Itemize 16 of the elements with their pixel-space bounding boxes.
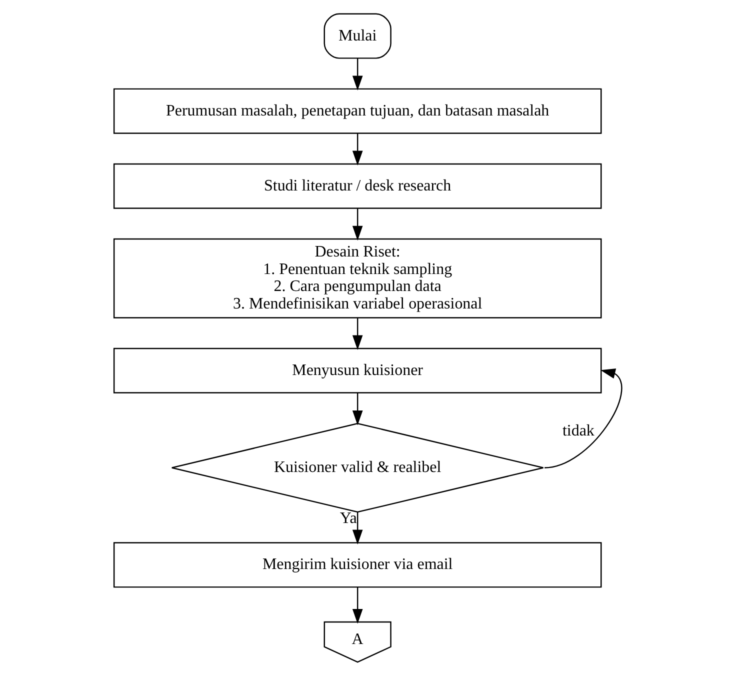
arrow bbox=[352, 58, 363, 90]
node-box: Desain Riset: 1. Penentuan teknik sampling 2. Cara pengumpulan data 3. Mendefinisikan variabel operasional bbox=[113, 238, 602, 318]
arrow bbox=[544, 368, 622, 468]
edge-label: tidak bbox=[562, 422, 594, 439]
node-diamond: Kuisioner valid & realibel bbox=[171, 422, 544, 512]
arrow bbox=[352, 392, 363, 425]
arrow bbox=[352, 586, 363, 624]
arrow bbox=[352, 208, 363, 240]
node-box: Mengirim kuisioner via email bbox=[113, 542, 602, 588]
arrow bbox=[352, 132, 363, 166]
arrow bbox=[352, 512, 363, 544]
node-box: Perumusan masalah, penetapan tujuan, dan batasan masalah bbox=[113, 88, 602, 134]
node-box: Studi literatur / desk research bbox=[113, 162, 602, 208]
node-box: Mulai bbox=[324, 12, 392, 58]
arrow bbox=[352, 318, 363, 350]
node-box: Menyusun kuisioner bbox=[113, 347, 602, 393]
